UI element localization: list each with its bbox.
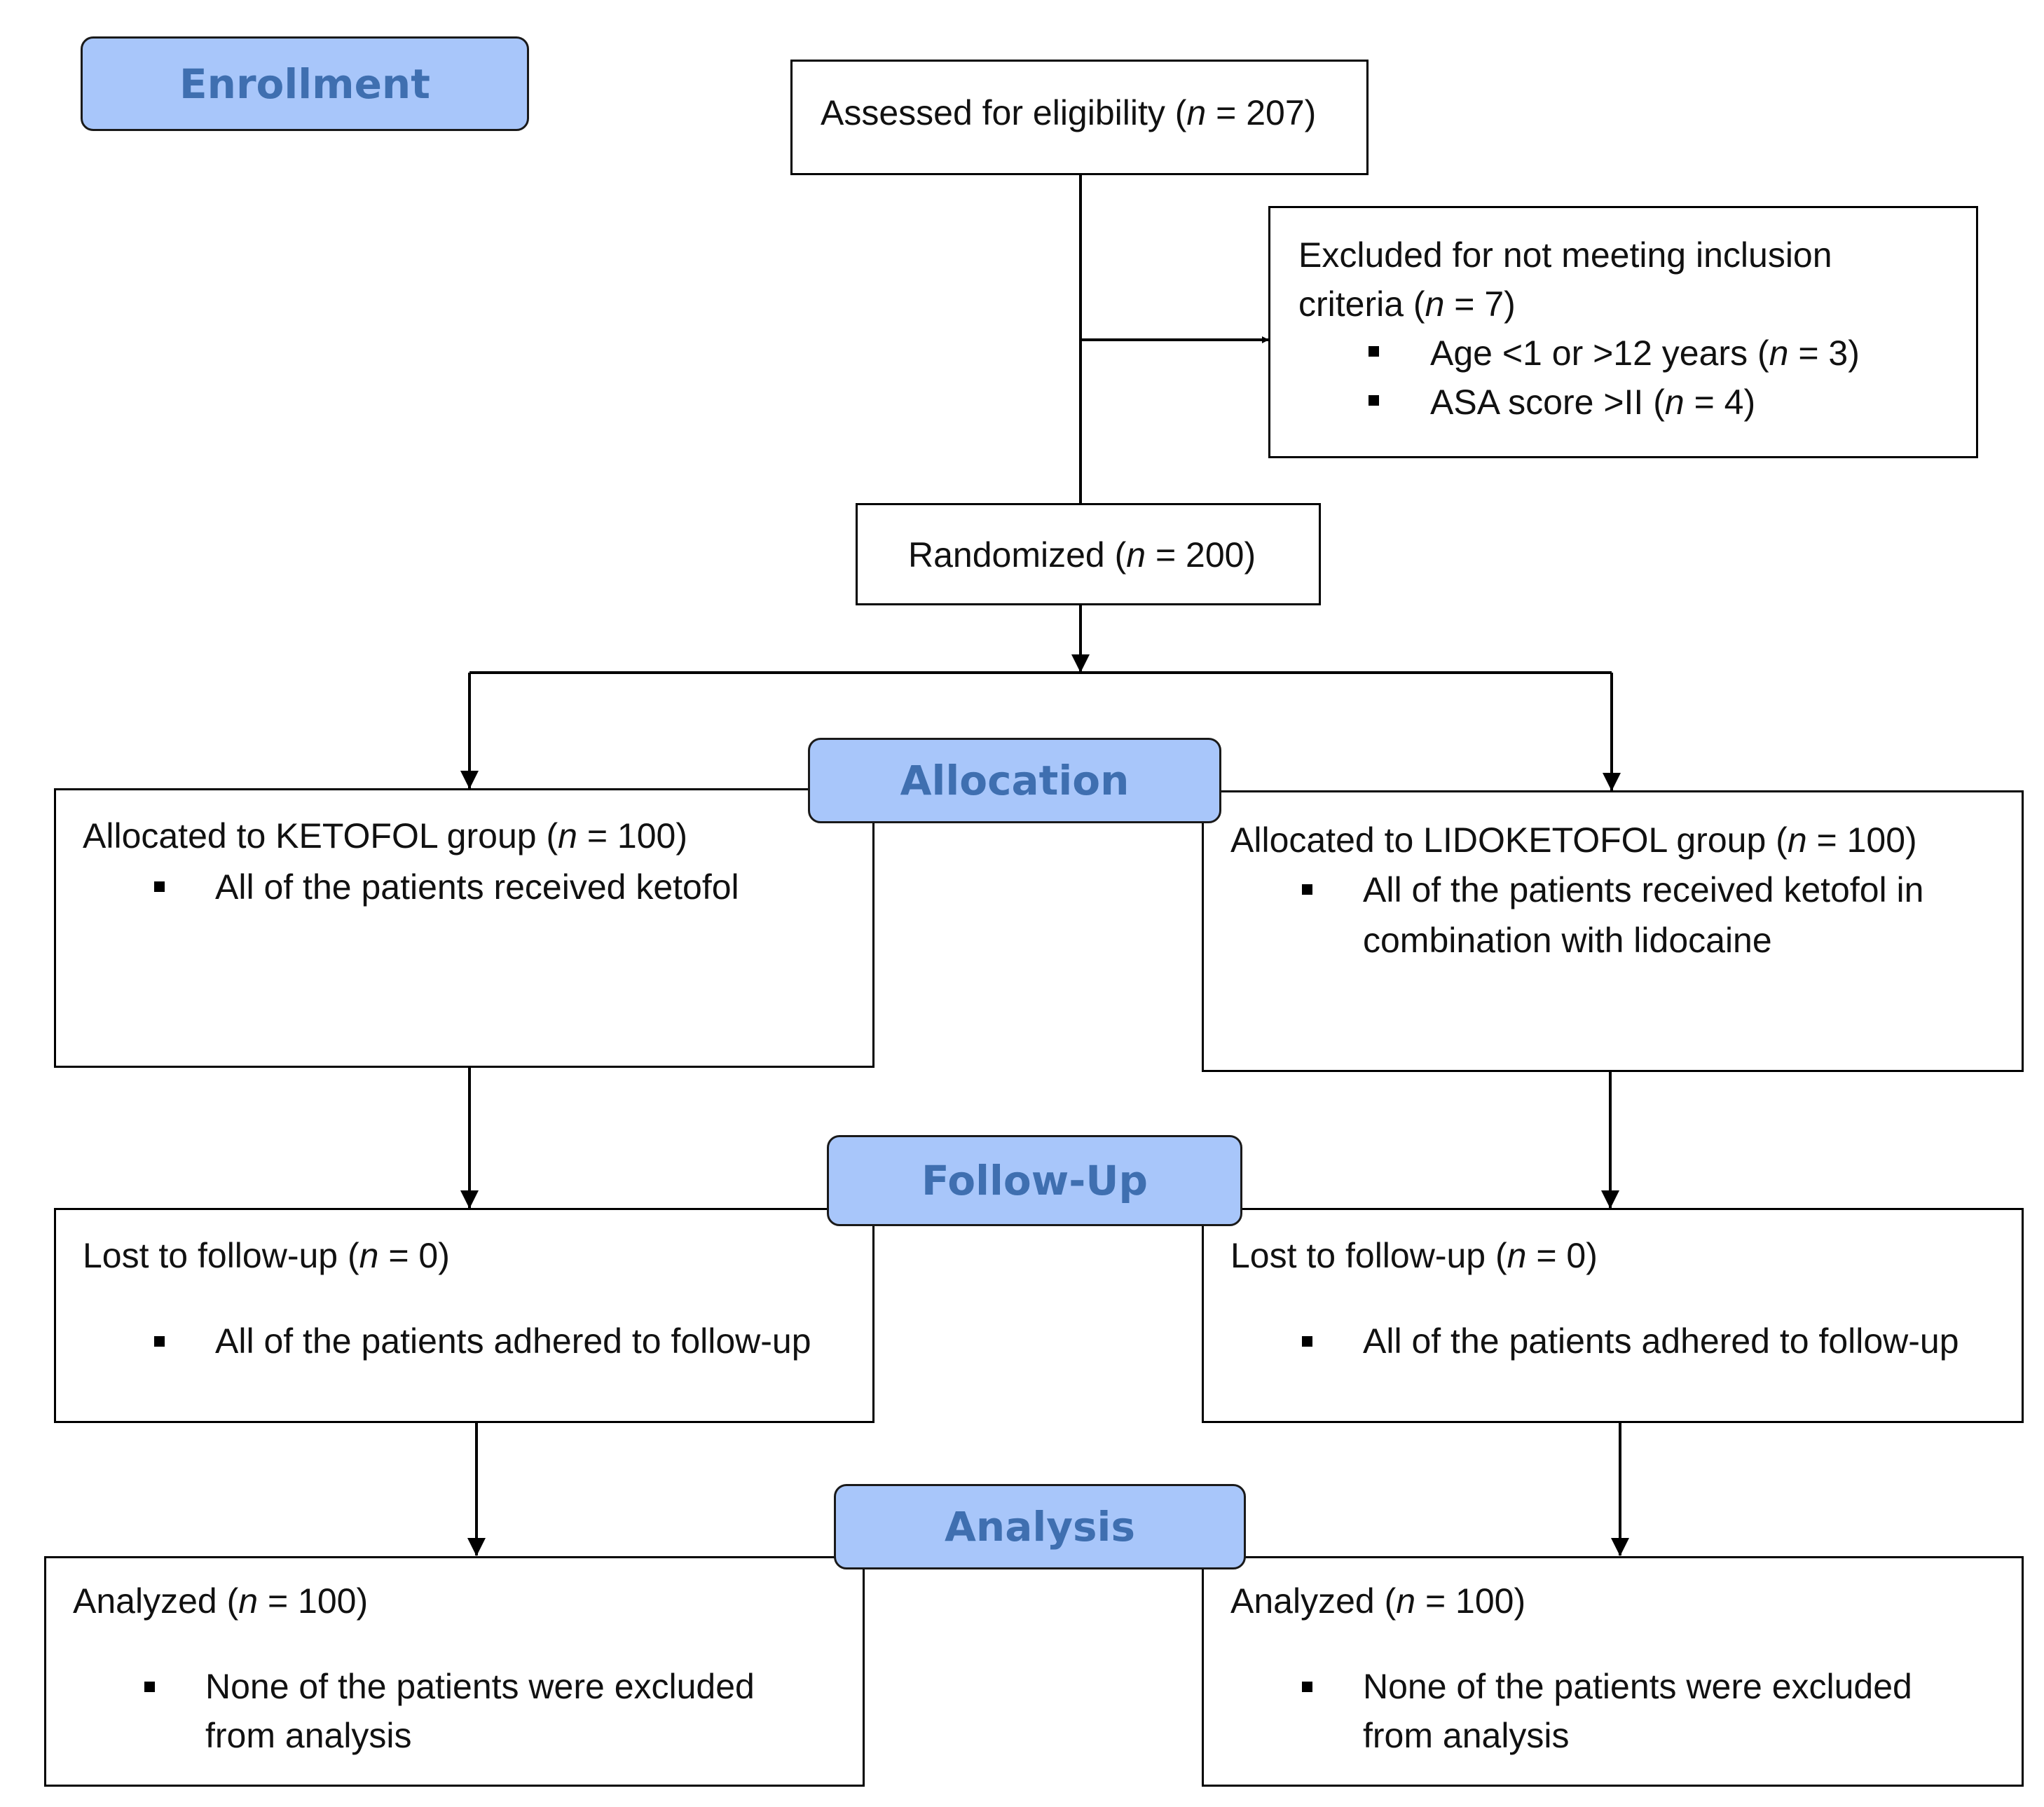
stage-analysis: Analysis bbox=[834, 1484, 1246, 1569]
stage-follow-up-label: Follow-Up bbox=[921, 1157, 1148, 1204]
bullet-marker bbox=[1369, 346, 1379, 357]
right-allocated-bullet-line1: All of the patients received ketofol in bbox=[1363, 870, 1924, 909]
excluded-reason-age: Age <1 or >12 years (n = 3) bbox=[1430, 334, 1860, 373]
box-left-followup: Lost to follow-up (n = 0) All of the pat… bbox=[54, 1208, 874, 1423]
excluded-line2: criteria (n = 7) bbox=[1298, 284, 1516, 324]
left-analyzed-bullet-line1: None of the patients were excluded bbox=[205, 1667, 755, 1706]
box-assessed: Assessed for eligibility (n = 207) bbox=[790, 60, 1369, 175]
bullet-marker bbox=[1302, 1682, 1312, 1692]
bullet-marker bbox=[154, 1336, 165, 1347]
right-allocated-bullet-line2: combination with lidocaine bbox=[1363, 921, 1772, 960]
assessed-text: Assessed for eligibility (n = 207) bbox=[821, 93, 1317, 132]
excluded-reason-asa: ASA score >II (n = 4) bbox=[1430, 383, 1756, 422]
stage-enrollment: Enrollment bbox=[81, 36, 529, 131]
right-analyzed-bullet-line2: from analysis bbox=[1363, 1716, 1570, 1755]
randomized-text: Randomized (n = 200) bbox=[908, 535, 1256, 575]
box-randomized: Randomized (n = 200) bbox=[856, 503, 1321, 605]
left-analyzed-text: Analyzed (n = 100) bbox=[73, 1581, 369, 1621]
stage-follow-up: Follow-Up bbox=[827, 1135, 1242, 1226]
stage-allocation: Allocation bbox=[808, 738, 1221, 823]
right-allocated-text: Allocated to LIDOKETOFOL group (n = 100) bbox=[1230, 820, 1917, 860]
stage-enrollment-label: Enrollment bbox=[179, 60, 430, 108]
stage-allocation-label: Allocation bbox=[900, 757, 1130, 804]
arrowhead-right-allocation bbox=[1603, 773, 1621, 791]
bullet-marker bbox=[1302, 884, 1312, 895]
left-allocated-text: Allocated to KETOFOL group (n = 100) bbox=[83, 816, 687, 856]
box-right-analysis: Analyzed (n = 100) None of the patients … bbox=[1202, 1556, 2024, 1787]
box-excluded: Excluded for not meeting inclusion crite… bbox=[1268, 206, 1978, 458]
right-analyzed-bullet-line1: None of the patients were excluded bbox=[1363, 1667, 1912, 1706]
left-followup-text: Lost to follow-up (n = 0) bbox=[83, 1236, 450, 1275]
excluded-line1: Excluded for not meeting inclusion bbox=[1298, 235, 1832, 275]
arrowhead-randomized bbox=[1071, 654, 1090, 673]
stage-analysis-label: Analysis bbox=[945, 1503, 1135, 1551]
box-right-followup: Lost to follow-up (n = 0) All of the pat… bbox=[1202, 1208, 2024, 1423]
bullet-marker bbox=[154, 881, 165, 892]
bullet-marker bbox=[1369, 395, 1379, 406]
arrowhead-left-analysis bbox=[467, 1538, 486, 1556]
left-allocated-bullet: All of the patients received ketofol bbox=[215, 867, 739, 907]
box-left-allocation: Allocated to KETOFOL group (n = 100) All… bbox=[54, 788, 874, 1068]
left-analyzed-bullet-line2: from analysis bbox=[205, 1716, 412, 1755]
arrowhead-right-analysis bbox=[1611, 1538, 1629, 1556]
right-analyzed-text: Analyzed (n = 100) bbox=[1230, 1581, 1526, 1621]
bullet-marker bbox=[1302, 1336, 1312, 1347]
left-followup-bullet: All of the patients adhered to follow-up bbox=[215, 1321, 811, 1361]
arrowhead-left-allocation bbox=[460, 771, 479, 789]
box-right-allocation: Allocated to LIDOKETOFOL group (n = 100)… bbox=[1202, 790, 2024, 1072]
arrowhead-left-followup bbox=[460, 1190, 479, 1209]
bullet-marker bbox=[144, 1682, 155, 1692]
arrowhead-right-followup bbox=[1601, 1190, 1619, 1209]
box-left-analysis: Analyzed (n = 100) None of the patients … bbox=[44, 1556, 865, 1787]
right-followup-text: Lost to follow-up (n = 0) bbox=[1230, 1236, 1598, 1275]
right-followup-bullet: All of the patients adhered to follow-up bbox=[1363, 1321, 1959, 1361]
